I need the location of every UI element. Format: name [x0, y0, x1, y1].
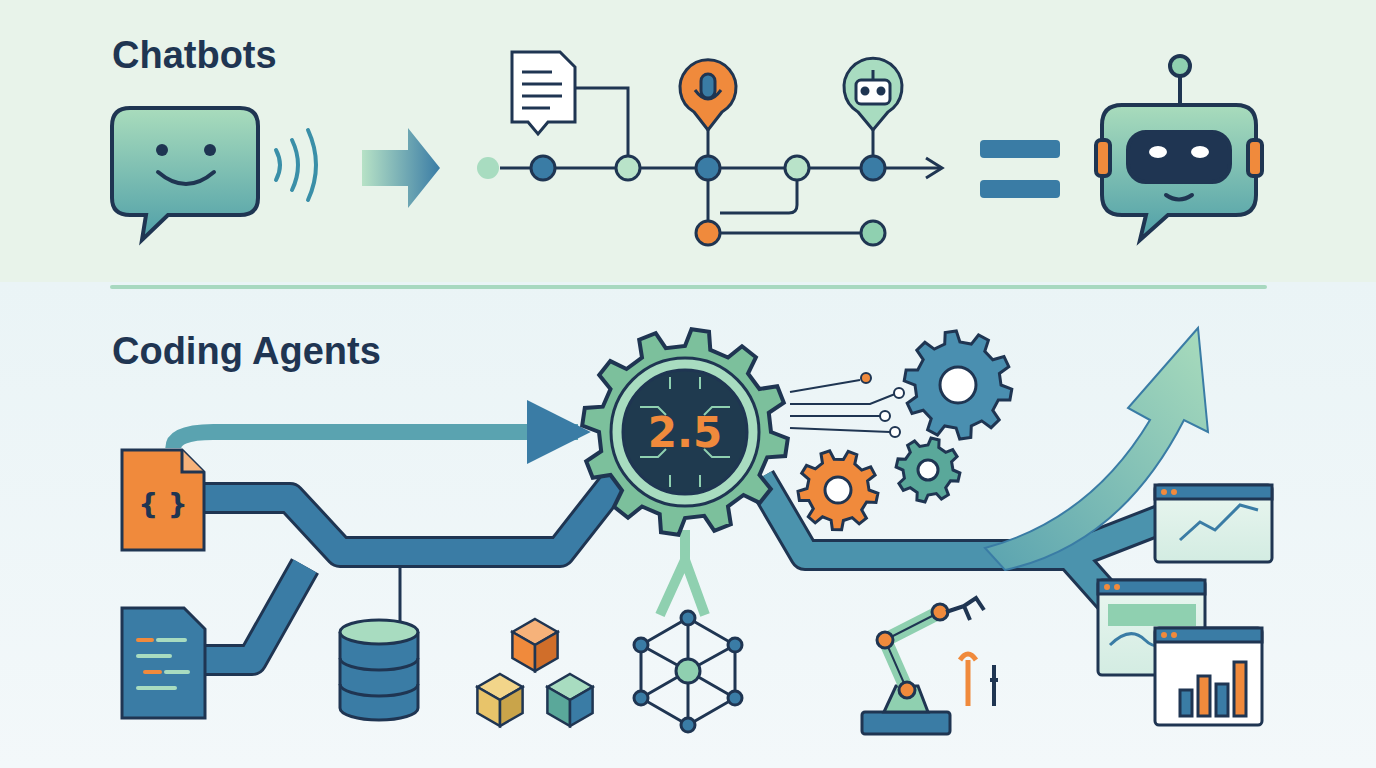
- robot-arm: [862, 598, 998, 734]
- code-symbol: { }: [120, 448, 206, 552]
- section-band: Coding Agents 2.5 { }: [0, 282, 1376, 768]
- gear-hole: [825, 477, 851, 503]
- circuit-trace: [699, 475, 701, 487]
- version-number: 2.5: [580, 327, 790, 537]
- sound-waves: [276, 130, 316, 200]
- microphone-pin: [680, 60, 736, 130]
- file-fold: [182, 450, 204, 472]
- cube-face: [512, 632, 535, 671]
- code-file-node: { }: [120, 448, 206, 552]
- cube-stack: [477, 619, 592, 726]
- equals-sign: [980, 140, 1060, 198]
- core-gear: 2.5: [580, 327, 790, 537]
- gear: [904, 331, 1012, 439]
- document-pin: [512, 52, 575, 134]
- gear: [896, 438, 960, 502]
- cube-face: [547, 687, 570, 726]
- cube-face: [535, 632, 558, 671]
- timeline-dots: [477, 156, 885, 245]
- robot-pin: [844, 58, 902, 130]
- circuit-trace: [699, 377, 701, 389]
- cube-face: [570, 687, 593, 726]
- robot-bubble: [1096, 56, 1262, 240]
- section-heading: Chatbots: [112, 34, 277, 77]
- connector-arrow: [173, 432, 578, 448]
- gear-hole: [940, 367, 976, 403]
- circuit-lines: [790, 373, 904, 437]
- small-gears: [798, 331, 1012, 530]
- circuit-trace: [669, 475, 671, 487]
- code-file: [122, 608, 205, 718]
- chat-bubble: [112, 108, 258, 240]
- network-graph: [634, 611, 742, 732]
- flow-arrow: [362, 128, 440, 208]
- section-band: Chatbots: [0, 0, 1376, 282]
- gear: [798, 451, 878, 530]
- dashboard-windows: [1098, 485, 1272, 725]
- gear-hole: [918, 460, 938, 480]
- circuit-trace: [669, 377, 671, 389]
- database: [340, 620, 418, 720]
- cube-face: [500, 687, 523, 726]
- section-heading: Coding Agents: [112, 330, 381, 373]
- cube-face: [477, 687, 500, 726]
